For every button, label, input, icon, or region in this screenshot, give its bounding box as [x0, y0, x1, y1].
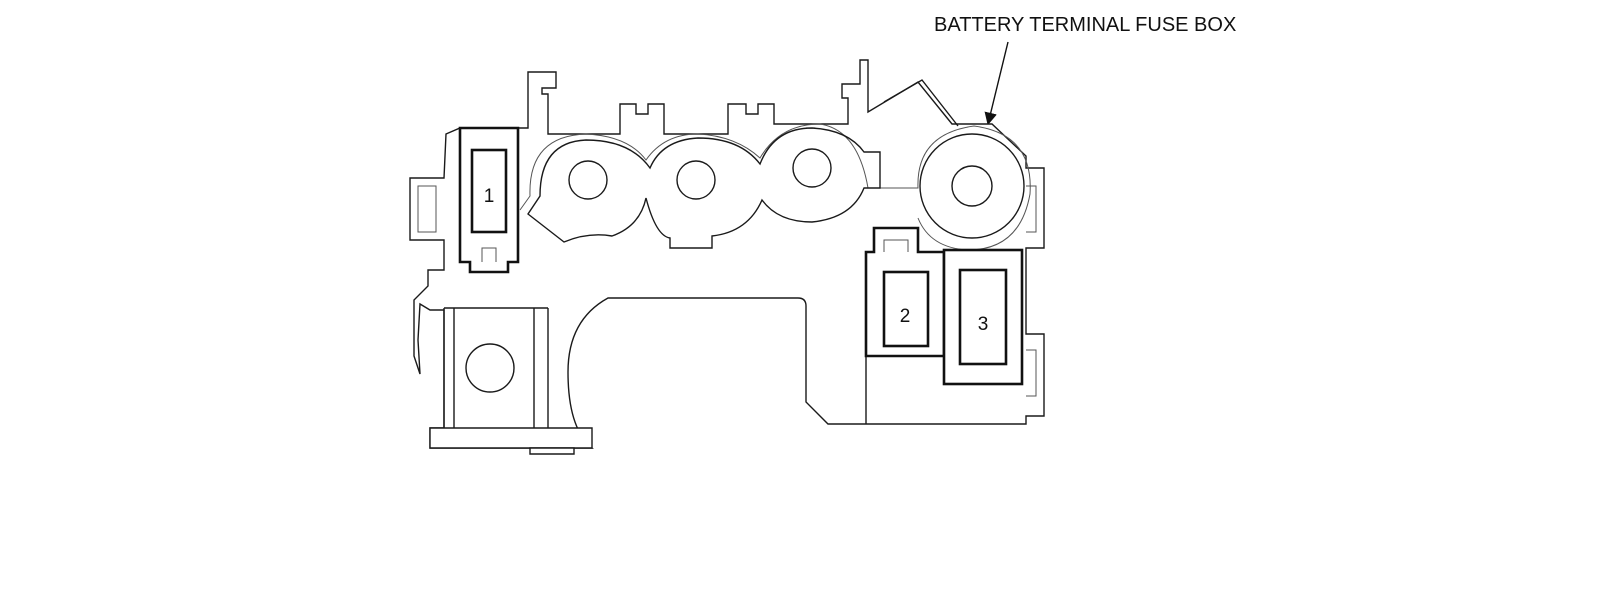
terminal-hole-4 [951, 165, 993, 207]
fuse-3-number: 3 [978, 314, 989, 335]
terminal-arm [883, 79, 959, 127]
fuse-1-number: 1 [484, 186, 495, 207]
fuse-3-slot [942, 248, 1024, 386]
left-clip-detail [417, 185, 437, 233]
right-clip-upper [1026, 185, 1037, 233]
bottom-left-bolt-hole [465, 343, 515, 393]
fuse-1-slot [458, 126, 520, 274]
fuse-box-callout-label: BATTERY TERMINAL FUSE BOX [934, 14, 1237, 36]
right-clip-lower [1026, 349, 1037, 397]
fuse-2-number: 2 [900, 306, 911, 327]
terminal-hole-1 [568, 160, 608, 200]
terminal-lobe-group-outer [519, 123, 1031, 251]
callout-leader-arrow [984, 41, 1009, 126]
terminal-lobe-group-inner [527, 127, 881, 249]
terminal-hole-3 [792, 148, 832, 188]
bottom-left-base [429, 427, 593, 449]
bottom-left-plate [443, 307, 549, 428]
terminal-hole-2 [676, 160, 716, 200]
bottom-left-foot [529, 447, 575, 455]
